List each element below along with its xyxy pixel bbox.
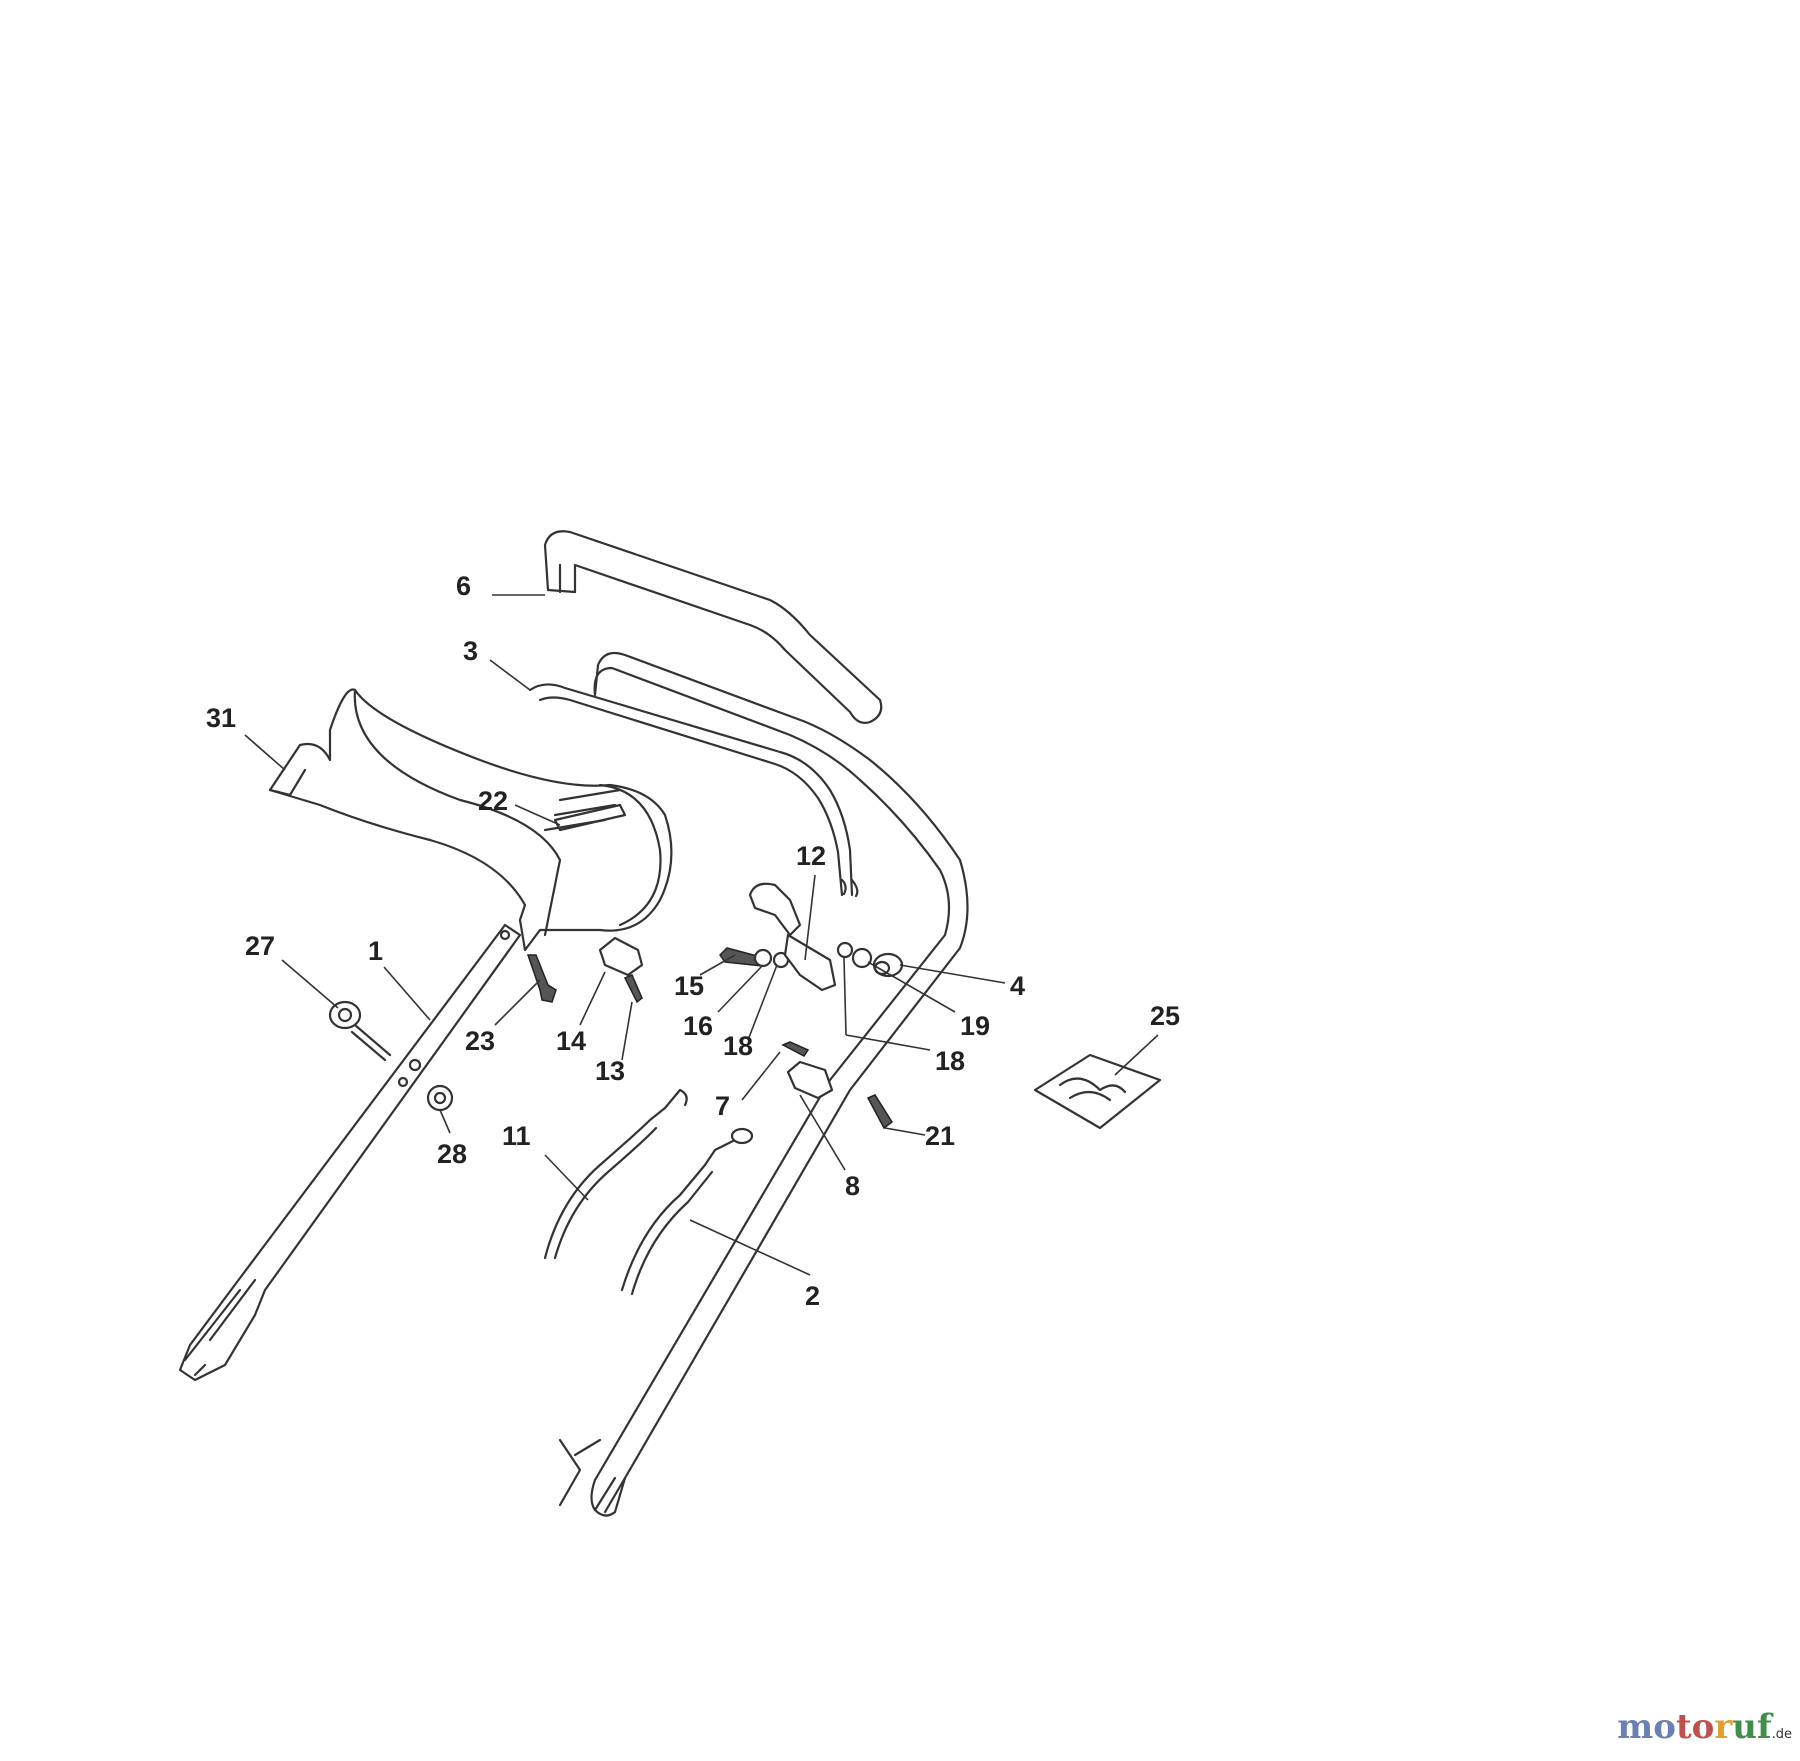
callout-14: 14 [556, 1026, 586, 1056]
leader-lines [244, 594, 1159, 1276]
callout-1: 1 [368, 936, 383, 966]
control-lever [748, 882, 837, 992]
screw-7 [781, 1041, 810, 1057]
callout-8: 8 [845, 1171, 860, 1201]
callout-27: 27 [245, 931, 275, 961]
callout-18-left: 18 [723, 1031, 753, 1061]
callout-labels: 6 3 31 22 12 27 1 15 4 16 19 25 23 14 18… [206, 571, 1180, 1311]
callout-15: 15 [674, 971, 704, 1001]
parts-bag [1033, 1053, 1162, 1130]
cable-clip [598, 936, 644, 977]
upper-handle-bar [543, 530, 883, 724]
callout-6: 6 [456, 571, 471, 601]
handle-console [268, 688, 673, 952]
callout-7: 7 [715, 1091, 730, 1121]
wire-bail [528, 683, 859, 898]
callout-31: 31 [206, 703, 236, 733]
callout-13: 13 [595, 1056, 625, 1086]
bolt-22 [526, 954, 557, 1003]
left-handle-tube [178, 923, 522, 1382]
watermark-part-1: mo [1617, 1707, 1676, 1747]
screw-23 [866, 1094, 894, 1130]
callout-19: 19 [960, 1011, 990, 1041]
callout-23: 21 [925, 1121, 955, 1151]
watermark-part-4: uf [1732, 1707, 1772, 1747]
lower-handle-frame [558, 651, 969, 1517]
watermark-part-2: to [1675, 1707, 1715, 1747]
callout-21: 22 [478, 786, 508, 816]
throttle-cable [543, 1088, 688, 1260]
callout-3: 3 [463, 636, 478, 666]
callout-11: 11 [502, 1121, 531, 1151]
bracket [786, 1060, 834, 1100]
callout-28: 28 [437, 1139, 467, 1169]
callout-16: 16 [683, 1011, 713, 1041]
callout-2: 2 [805, 1281, 820, 1311]
washer-18-right [836, 941, 854, 959]
callout-22: 23 [465, 1026, 495, 1056]
knob-nut [426, 1084, 454, 1112]
callout-12: 12 [796, 841, 826, 871]
callout-25: 25 [1150, 1001, 1180, 1031]
watermark-logo: motoruf.de [1617, 1707, 1792, 1747]
callout-18-right: 18 [935, 1046, 965, 1076]
console-strap [553, 803, 627, 832]
drive-cable [620, 1127, 754, 1296]
callout-4: 4 [1010, 971, 1025, 1001]
handle-knob [328, 1000, 392, 1062]
watermark-part-3: r [1714, 1707, 1733, 1747]
screw-13 [623, 974, 643, 1004]
nut-19 [851, 947, 873, 969]
washer-16 [753, 948, 773, 968]
watermark-tld: .de [1771, 1727, 1792, 1742]
